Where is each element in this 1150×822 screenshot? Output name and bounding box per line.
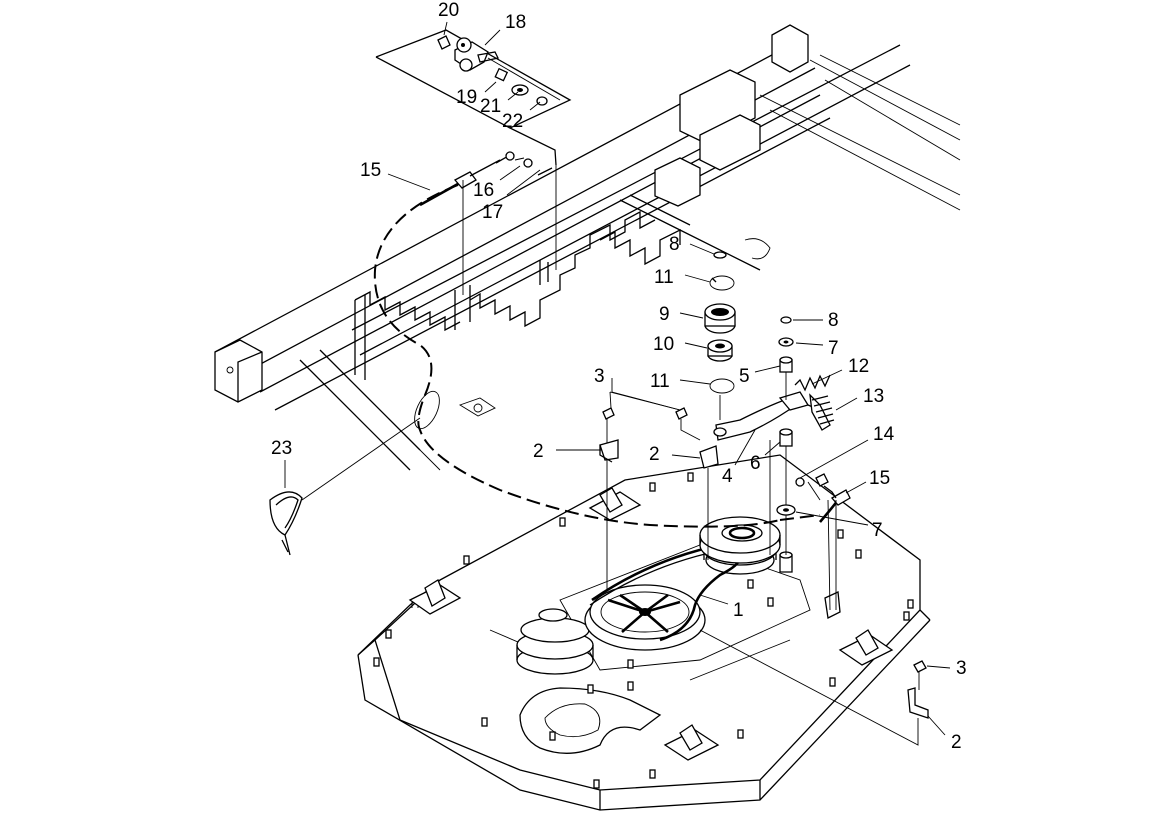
callout-12: 12 [848, 356, 869, 377]
callout-7-lower: 7 [872, 520, 883, 541]
callout-3-upper: 3 [594, 366, 605, 387]
callout-8-right: 8 [828, 310, 839, 331]
callout-9: 9 [659, 304, 670, 325]
callout-20: 20 [438, 0, 459, 21]
left-spindle-pulley [516, 608, 594, 675]
callout-19: 19 [456, 87, 477, 108]
center-spindle-pulley [584, 584, 706, 651]
cable-bolt [795, 473, 837, 611]
deck-bolts [373, 472, 914, 789]
clutch-pulley [699, 516, 781, 564]
callout-15-upper: 15 [360, 160, 381, 181]
callout-5: 5 [739, 366, 750, 387]
callout-18: 18 [505, 12, 526, 33]
bracket-screws-left [599, 391, 719, 590]
callout-22: 22 [502, 111, 523, 132]
callout-labels: 20 18 19 21 22 15 16 17 8 11 9 10 11 8 7… [271, 0, 967, 753]
cable-routing [269, 151, 851, 556]
callout-4: 4 [722, 466, 733, 487]
callout-2-lower: 2 [951, 732, 962, 753]
mower-deck [357, 454, 931, 811]
cable-tie [269, 491, 303, 556]
springs [794, 374, 835, 431]
callout-17: 17 [482, 202, 503, 223]
callout-2-left: 2 [533, 441, 544, 462]
callout-10: 10 [653, 334, 674, 355]
callout-23: 23 [271, 438, 292, 459]
callout-16: 16 [473, 180, 494, 201]
tractor-frame [214, 24, 961, 471]
callout-3-lower: 3 [956, 658, 967, 679]
right-stack [769, 316, 796, 555]
callout-15-lower: 15 [869, 468, 890, 489]
callout-6: 6 [750, 453, 761, 474]
callout-7-upper: 7 [828, 338, 839, 359]
callout-1: 1 [733, 600, 744, 621]
deck-hanger-brackets [408, 487, 894, 761]
callout-8-upper: 8 [669, 234, 680, 255]
callout-11-lower: 11 [650, 371, 670, 392]
callout-21: 21 [480, 96, 501, 117]
handle-assembly-box [375, 29, 572, 166]
leader-lines [284, 21, 951, 736]
callout-11-upper: 11 [654, 267, 674, 288]
idler-arm [713, 391, 821, 441]
callout-13: 13 [863, 386, 884, 407]
pulley-bearing-stack [704, 251, 736, 420]
callout-2-middle: 2 [649, 444, 660, 465]
bracket-screws-right [699, 629, 929, 746]
callout-14: 14 [873, 424, 895, 445]
